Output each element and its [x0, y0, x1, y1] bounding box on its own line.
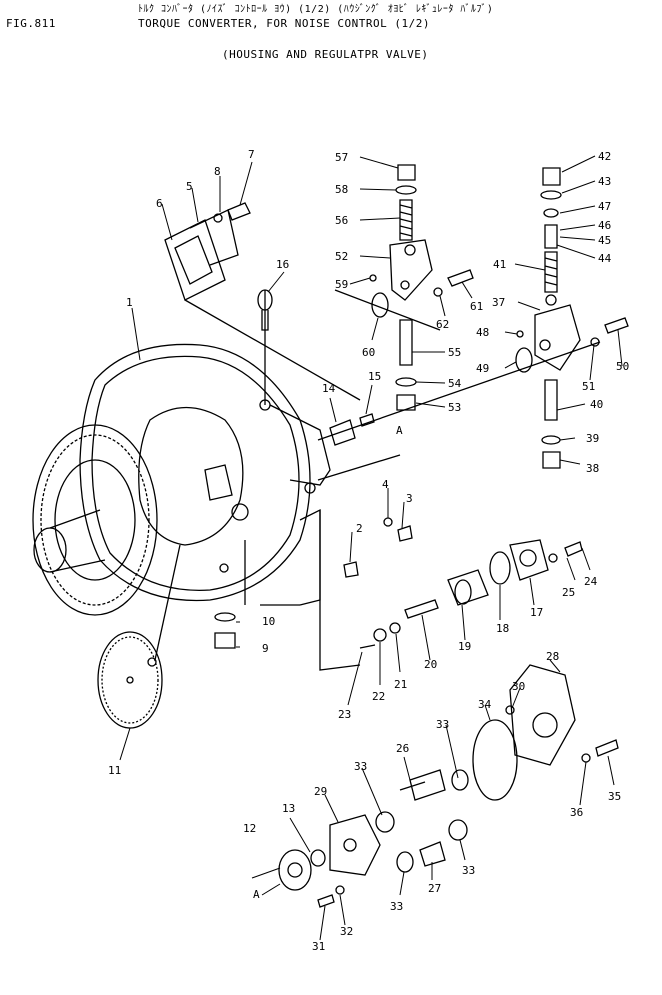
leader-lines [119, 155, 623, 941]
callout-42: 42 [598, 150, 611, 163]
callout-10: 10 [262, 615, 275, 628]
callout-26: 26 [396, 742, 409, 755]
regulator-valve-1 [334, 164, 474, 411]
callout-19: 19 [458, 640, 471, 653]
callout-9: 9 [262, 642, 269, 655]
callout-45: 45 [598, 234, 611, 247]
callout-35: 35 [608, 790, 621, 803]
callout-20: 20 [424, 658, 437, 671]
converter-housing [79, 290, 601, 606]
callout-6: 6 [156, 197, 163, 210]
reference-a-lower: A [253, 888, 260, 901]
callout-36: 36 [570, 806, 583, 819]
callout-59: 59 [335, 278, 348, 291]
callout-48: 48 [476, 326, 489, 339]
callout-27: 27 [428, 882, 441, 895]
callout-29: 29 [314, 785, 327, 798]
callout-33a: 33 [354, 760, 367, 773]
reference-a-upper: A [396, 424, 403, 437]
input-flange [32, 424, 158, 616]
callout-25: 25 [562, 586, 575, 599]
callout-38: 38 [586, 462, 599, 475]
pump-group [278, 510, 619, 908]
callout-51: 51 [582, 380, 595, 393]
small-parts [214, 413, 413, 649]
callout-30: 30 [512, 680, 525, 693]
regulator-valve-2 [515, 167, 629, 469]
callout-12: 12 [243, 822, 256, 835]
callout-18: 18 [496, 622, 509, 635]
callout-21: 21 [394, 678, 407, 691]
callout-7: 7 [248, 148, 255, 161]
callout-58: 58 [335, 183, 348, 196]
callout-11: 11 [108, 764, 121, 777]
callout-33c: 33 [390, 900, 403, 913]
callout-5: 5 [186, 180, 193, 193]
cover-gasket [164, 202, 361, 401]
callout-50: 50 [616, 360, 629, 373]
callout-4: 4 [382, 478, 389, 491]
callout-14: 14 [322, 382, 336, 395]
callout-2: 2 [356, 522, 363, 535]
callout-17: 17 [530, 606, 543, 619]
callout-3: 3 [406, 492, 413, 505]
title-japanese: ﾄﾙｸ ｺﾝﾊﾞｰﾀ (ﾉｲｽﾞ ｺﾝﾄﾛｰﾙ ﾖｳ) (1/2) (ﾊｳｼﾞﾝ… [138, 4, 494, 15]
callout-47: 47 [598, 200, 611, 213]
callout-labels: 1 2 3 4 5 6 7 8 9 10 11 12 13 14 15 16 1… [108, 148, 629, 953]
callout-54: 54 [448, 377, 462, 390]
subtitle: (HOUSING AND REGULATPR VALVE) [222, 48, 429, 61]
callout-24: 24 [584, 575, 598, 588]
callout-13: 13 [282, 802, 295, 815]
callout-61: 61 [470, 300, 483, 313]
callout-52: 52 [335, 250, 348, 263]
figure-number: FIG.811 [6, 17, 56, 30]
callout-39: 39 [586, 432, 599, 445]
title-english: TORQUE CONVERTER, FOR NOISE CONTROL (1/2… [138, 17, 431, 30]
callout-53: 53 [448, 401, 461, 414]
callout-55: 55 [448, 346, 461, 359]
callout-28: 28 [546, 650, 559, 663]
callout-62: 62 [436, 318, 449, 331]
eye-bolt [257, 289, 273, 331]
callout-49: 49 [476, 362, 489, 375]
callout-15: 15 [368, 370, 381, 383]
callout-37: 37 [492, 296, 505, 309]
callout-23: 23 [338, 708, 351, 721]
callout-41: 41 [493, 258, 506, 271]
callout-56: 56 [335, 214, 348, 227]
callout-8: 8 [214, 165, 221, 178]
callout-34: 34 [478, 698, 492, 711]
callout-44: 44 [598, 252, 612, 265]
callout-43: 43 [598, 175, 611, 188]
callout-60: 60 [362, 346, 375, 359]
callout-33b: 33 [436, 718, 449, 731]
callout-1: 1 [126, 296, 133, 309]
callout-46: 46 [598, 219, 611, 232]
callout-32: 32 [340, 925, 353, 938]
ring-gear [97, 544, 181, 729]
callout-22: 22 [372, 690, 385, 703]
callout-31: 31 [312, 940, 325, 953]
callout-57: 57 [335, 151, 348, 164]
callout-16: 16 [276, 258, 289, 271]
callout-40: 40 [590, 398, 603, 411]
callout-33d: 33 [462, 864, 475, 877]
